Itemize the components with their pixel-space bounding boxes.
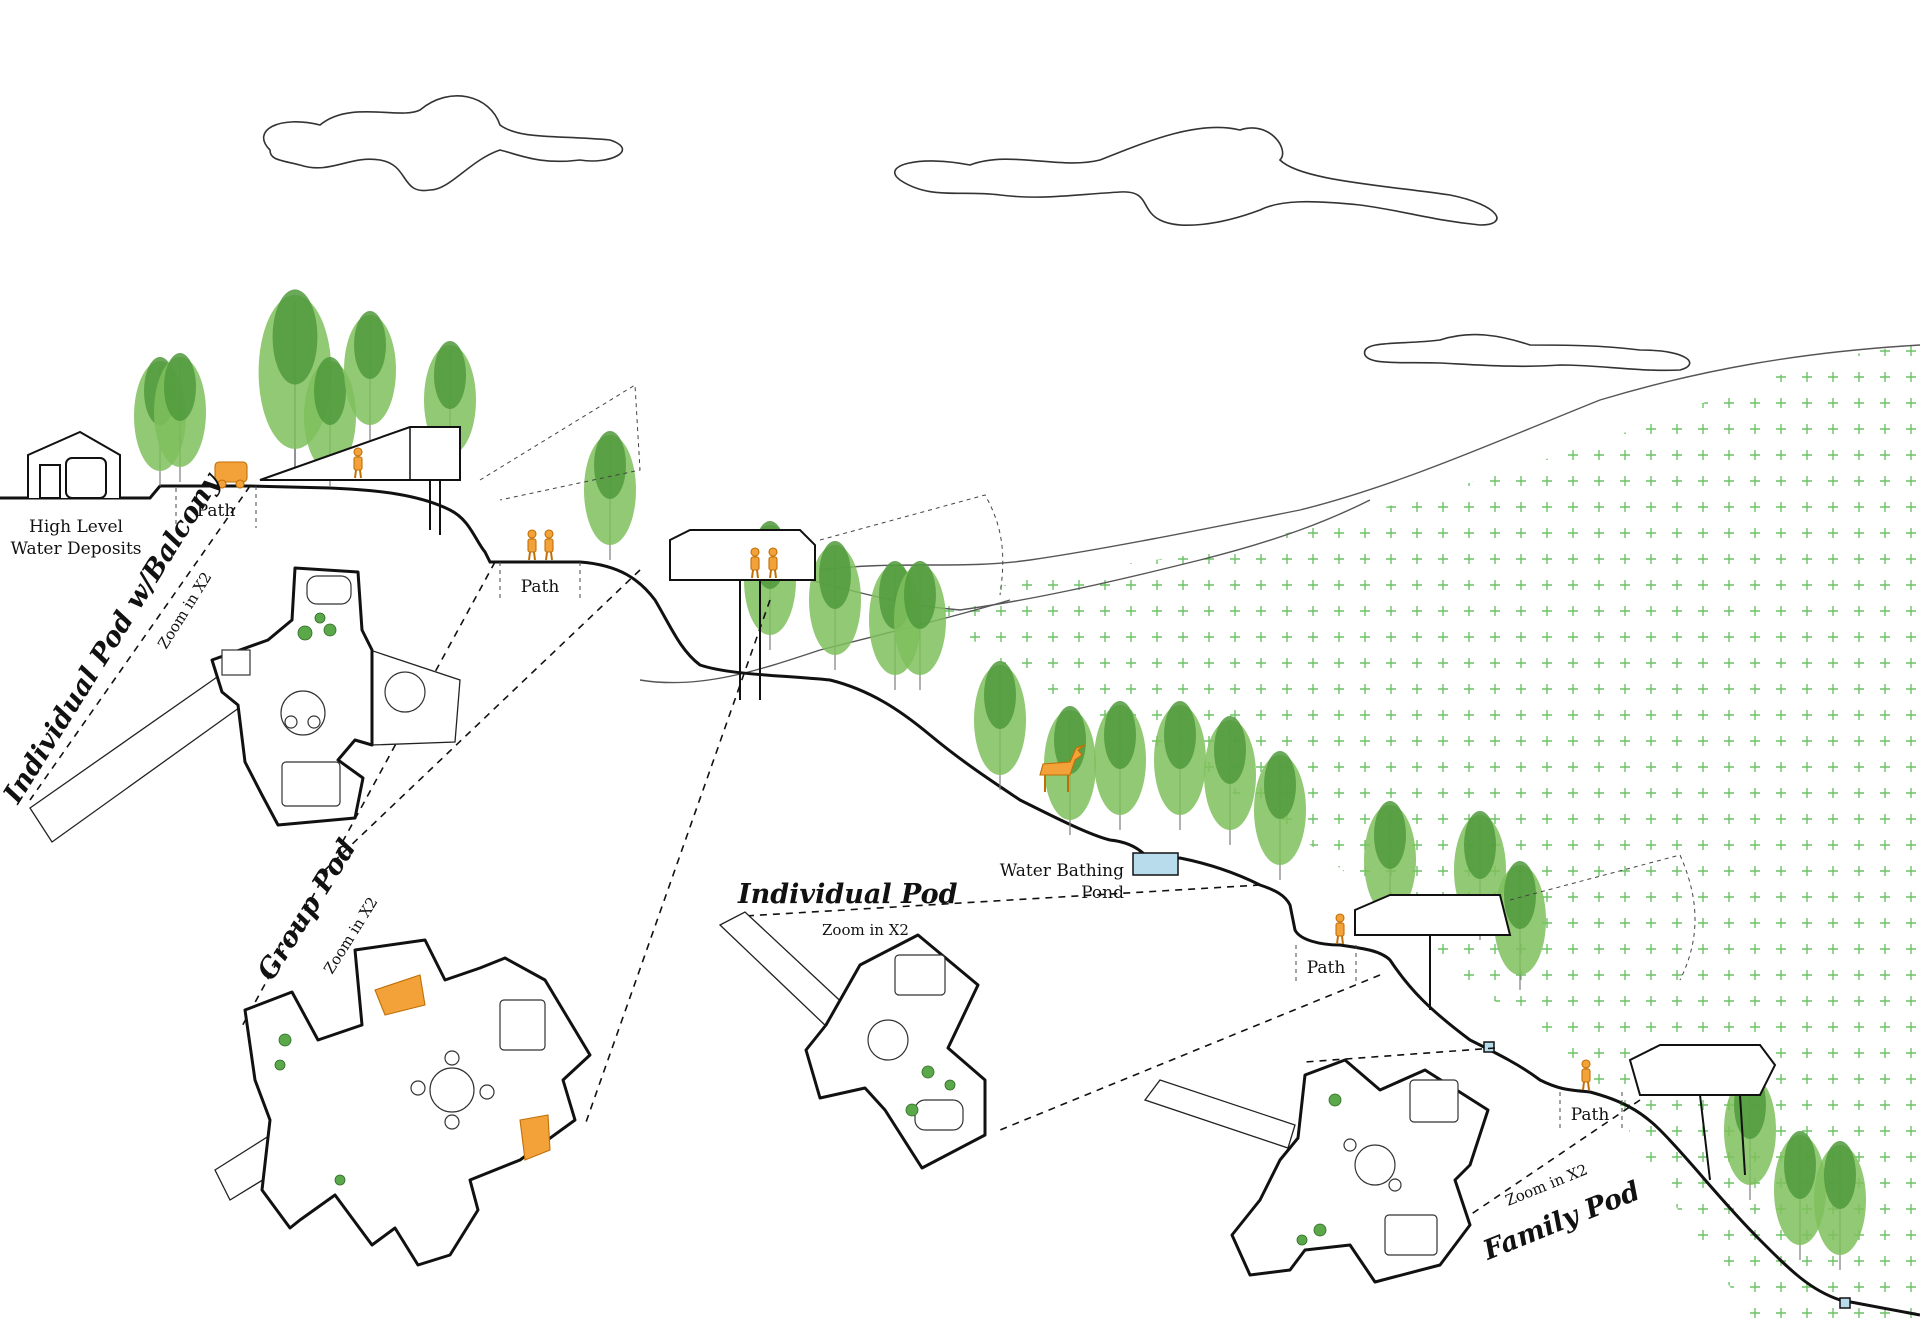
table-icon bbox=[1354, 1144, 1396, 1186]
bed-icon bbox=[1409, 1079, 1459, 1123]
table-icon bbox=[429, 1067, 475, 1113]
table-icon bbox=[280, 690, 326, 736]
bathtub-icon bbox=[306, 575, 352, 605]
pod-section-family bbox=[1628, 1044, 1777, 1181]
path-label: Path bbox=[521, 577, 560, 597]
terrain-section bbox=[0, 484, 1920, 1317]
pod-section-individual bbox=[1354, 854, 1696, 1010]
bathtub-icon bbox=[914, 1099, 964, 1131]
water-pond-icon bbox=[1132, 852, 1179, 876]
table-icon bbox=[867, 1019, 909, 1061]
plan-individual-pod-balcony bbox=[29, 566, 461, 843]
bed-icon bbox=[499, 999, 546, 1051]
water-tank-icon bbox=[27, 430, 121, 499]
bed-icon bbox=[281, 761, 341, 807]
water-pond-label-1: Water Bathing bbox=[1000, 861, 1124, 881]
zoom-label: Zoom in X2 bbox=[822, 921, 909, 939]
pod-title-individual: Individual Pod bbox=[737, 879, 958, 910]
path-label: Path bbox=[197, 501, 236, 521]
cloud-icon bbox=[263, 95, 624, 192]
path-label: Path bbox=[1307, 958, 1346, 978]
cloud-icon bbox=[1364, 333, 1691, 372]
spiral-stair-icon bbox=[384, 671, 426, 713]
deer-icon bbox=[1039, 744, 1086, 792]
person-icon bbox=[519, 1114, 551, 1161]
pod-title-family: Family Pod bbox=[1478, 1176, 1644, 1267]
plan-individual-pod bbox=[718, 911, 987, 1170]
bed-icon bbox=[1384, 1214, 1438, 1256]
path-marker bbox=[175, 486, 1623, 1130]
water-pond-icon bbox=[1483, 1041, 1495, 1053]
zoom-guide-lines bbox=[29, 485, 1641, 1216]
plan-group-pod bbox=[214, 938, 592, 1267]
cloud-icon bbox=[893, 126, 1498, 226]
water-pond-icon bbox=[1839, 1297, 1851, 1309]
water-pond-label-2: Pond bbox=[1081, 883, 1124, 903]
car-icon bbox=[214, 461, 248, 489]
person-icon bbox=[374, 974, 426, 1016]
path-label: Path bbox=[1571, 1105, 1610, 1125]
bed-icon bbox=[894, 954, 946, 996]
water-deposits-label-2: Water Deposits bbox=[10, 539, 141, 559]
plan-family-pod bbox=[1143, 1058, 1490, 1284]
pod-title-group: Group Pod bbox=[252, 834, 363, 986]
pod-section-group bbox=[669, 494, 1004, 700]
water-deposits-label-1: High Level bbox=[29, 517, 123, 537]
